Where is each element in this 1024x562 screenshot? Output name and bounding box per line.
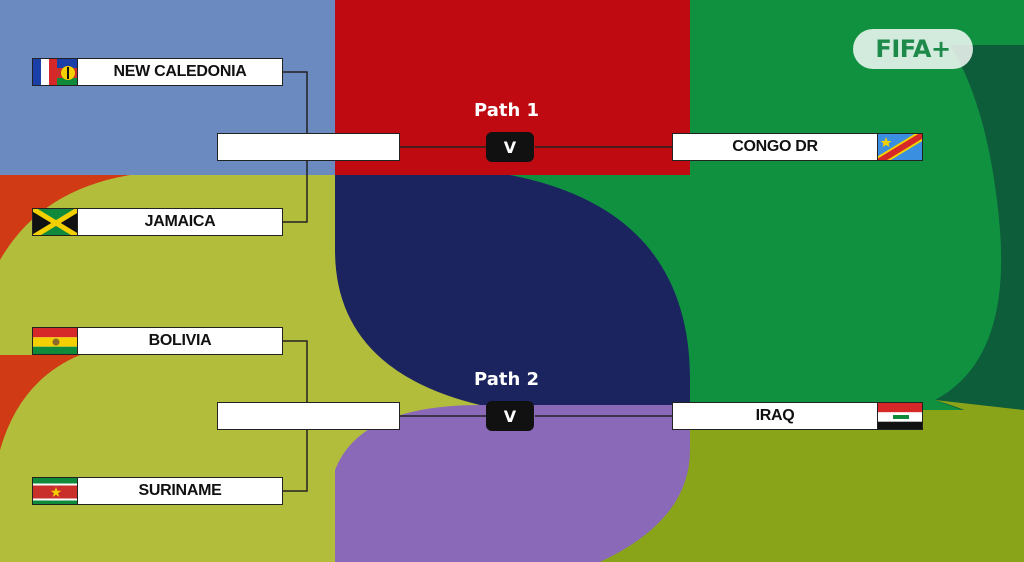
team-name: CONGO DR xyxy=(672,133,877,161)
iraq-flag-icon xyxy=(877,402,923,430)
team-suriname: SURINAME xyxy=(32,477,283,505)
path-2-semifinal-winner-slot xyxy=(217,402,400,430)
bolivia-flag-icon xyxy=(32,327,78,355)
team-name: BOLIVIA xyxy=(78,327,283,355)
path-2-vs-badge: V xyxy=(486,401,534,431)
team-bolivia: BOLIVIA xyxy=(32,327,283,355)
team-congo-dr: CONGO DR xyxy=(672,133,923,161)
path-1-vs-badge: V xyxy=(486,132,534,162)
team-name: SURINAME xyxy=(78,477,283,505)
fifa-plus-logo: FIFA+ xyxy=(853,29,973,69)
team-name: IRAQ xyxy=(672,402,877,430)
team-name: NEW CALEDONIA xyxy=(78,58,283,86)
team-jamaica: JAMAICA xyxy=(32,208,283,236)
path-1-semifinal-winner-slot xyxy=(217,133,400,161)
team-iraq: IRAQ xyxy=(672,402,923,430)
team-name: JAMAICA xyxy=(78,208,283,236)
team-new-caledonia: NEW CALEDONIA xyxy=(32,58,283,86)
path-1-label: Path 1 xyxy=(474,100,540,121)
suriname-flag-icon xyxy=(32,477,78,505)
congo-dr-flag-icon xyxy=(877,133,923,161)
new-caledonia-flag-icon xyxy=(32,58,78,86)
path-2-label: Path 2 xyxy=(474,369,540,390)
jamaica-flag-icon xyxy=(32,208,78,236)
